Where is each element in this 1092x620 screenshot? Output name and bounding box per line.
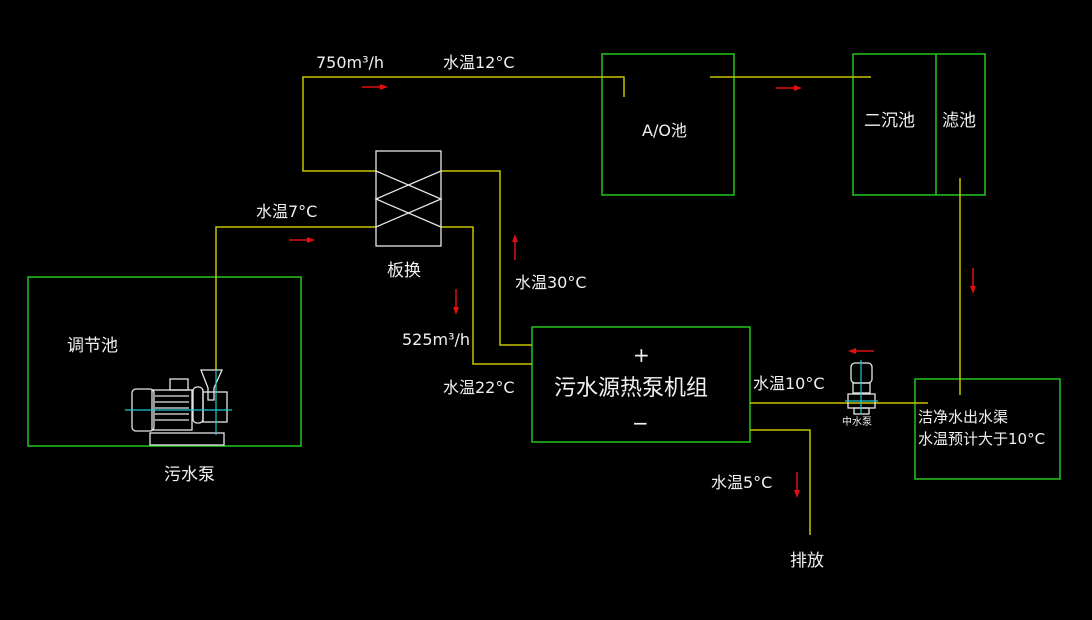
flow-arrow-down-icon <box>970 268 976 294</box>
flow-rate-mid: 525m³/h <box>402 330 470 349</box>
pipe-exchanger-to-heatpump <box>441 226 532 365</box>
clean-channel-line2: 水温预计大于10°C <box>918 430 1045 448</box>
flow-arrow-left-icon <box>848 348 874 354</box>
heat-pump-plus: + <box>633 343 650 367</box>
discharge-label: 排放 <box>790 551 824 571</box>
clarifier-label: 二沉池 <box>864 111 915 131</box>
temp-label-30: 水温30°C <box>515 273 587 292</box>
temp-label-10: 水温10°C <box>753 374 825 393</box>
pipe-pump-to-exchanger <box>215 226 376 370</box>
sewage-pump-label: 污水泵 <box>164 465 215 485</box>
regulating-tank-outline <box>27 276 302 447</box>
regulating-tank-label: 调节池 <box>67 336 118 356</box>
flow-arrow-right-icon <box>289 237 315 243</box>
flow-arrow-down-icon <box>794 472 800 498</box>
ao-tank-outline <box>601 53 735 196</box>
pipe-heatpump-to-exchanger <box>441 170 532 346</box>
flow-arrow-up-icon <box>512 234 518 260</box>
temp-label-22: 水温22°C <box>443 378 515 397</box>
mid-water-pump-icon <box>845 360 878 415</box>
heat-pump-unit-outline <box>531 326 751 443</box>
flow-arrow-right-icon <box>776 85 802 91</box>
plate-exchanger-icon <box>374 150 443 247</box>
flow-rate-top: 750m³/h <box>316 53 384 72</box>
pipe-exchanger-to-ao <box>302 76 625 172</box>
flow-arrow-right-icon <box>362 84 388 90</box>
heat-pump-unit-label: 污水源热泵机组 <box>554 376 708 401</box>
plate-exchanger-label: 板换 <box>387 261 421 281</box>
temp-label-5: 水温5°C <box>711 473 772 492</box>
pipe-discharge <box>750 429 811 535</box>
ao-tank-label: A/O池 <box>642 121 687 140</box>
flow-arrow-down-icon <box>453 289 459 315</box>
clean-channel-outline <box>914 378 1061 480</box>
clean-channel-line1: 洁净水出水渠 <box>918 408 1008 426</box>
sewage-pump-icon <box>125 369 232 446</box>
heat-pump-minus: − <box>632 411 649 435</box>
temp-label-7: 水温7°C <box>256 202 317 221</box>
temp-label-12: 水温12°C <box>443 53 515 72</box>
clarifier-filter-outline <box>852 53 986 196</box>
mid-pump-label: 中水泵 <box>842 415 872 428</box>
filter-label: 滤池 <box>942 111 976 131</box>
